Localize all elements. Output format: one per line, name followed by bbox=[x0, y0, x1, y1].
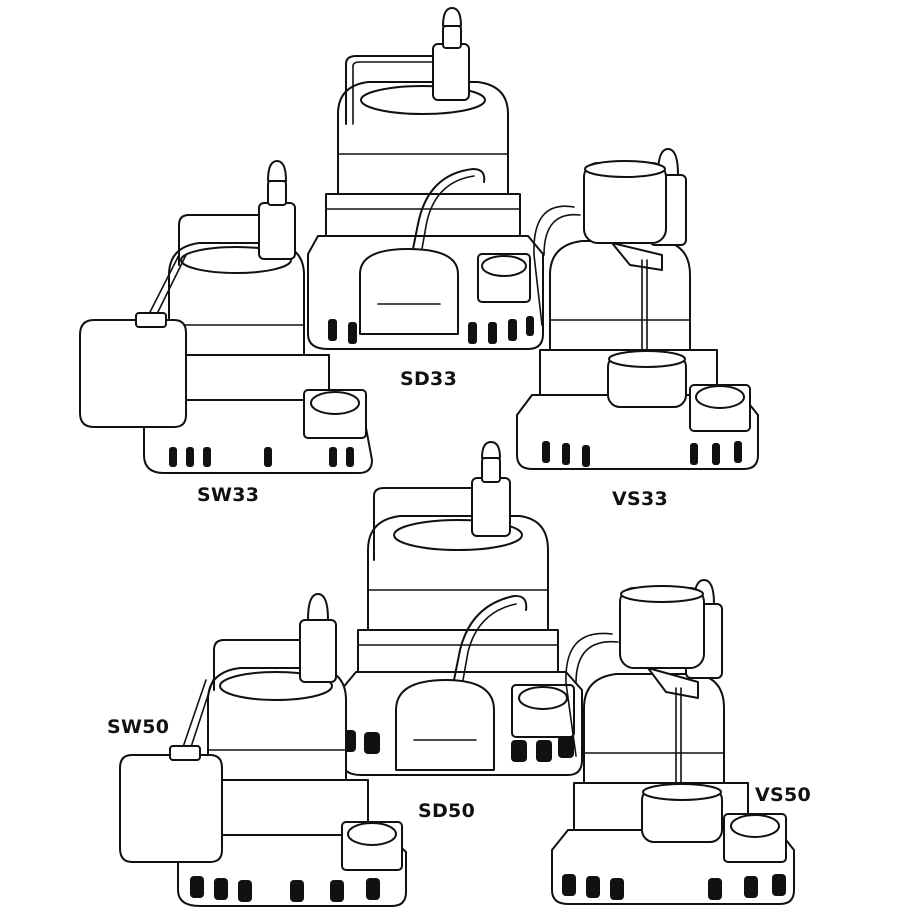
model-label-vs50: VS50 bbox=[755, 784, 812, 806]
model-label-vs33: VS33 bbox=[612, 488, 669, 510]
model-label-sw33: SW33 bbox=[197, 484, 260, 506]
model-label-sd33: SD33 bbox=[400, 368, 458, 390]
vs50-pump-drawing bbox=[548, 578, 800, 908]
vs33-pump-drawing bbox=[512, 145, 762, 475]
model-label-sd50: SD50 bbox=[418, 800, 476, 822]
sd33-pump-drawing bbox=[298, 4, 550, 356]
sw33-pump-drawing bbox=[74, 155, 376, 480]
sd50-pump-drawing bbox=[340, 440, 588, 785]
model-label-sw50: SW50 bbox=[107, 716, 170, 738]
sw50-pump-drawing bbox=[118, 590, 410, 910]
